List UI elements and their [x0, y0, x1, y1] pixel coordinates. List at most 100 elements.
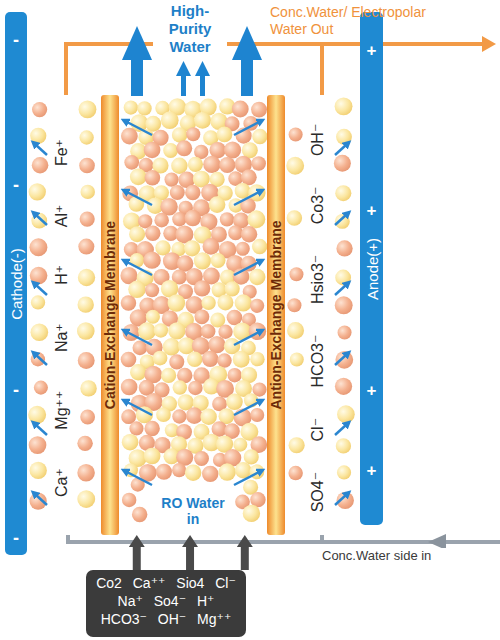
- node-text: Cation-Exchange Membrane: [103, 221, 117, 409]
- resin-bead: [31, 213, 47, 229]
- resin-bead: [186, 407, 203, 424]
- resin-bead: [124, 155, 139, 170]
- resin-bead: [287, 210, 303, 226]
- resin-bead: [335, 214, 350, 229]
- resin-bead: [121, 295, 137, 311]
- resin-bead: [163, 143, 178, 158]
- resin-bead: [30, 267, 48, 285]
- polarity-sign: -: [13, 381, 19, 399]
- resin-bead: [77, 490, 95, 508]
- resin-bead: [336, 240, 352, 256]
- resin-bead: [29, 436, 47, 454]
- resin-bead: [34, 381, 48, 395]
- resin-bead: [334, 155, 351, 172]
- cation-list: Ca⁺ Mg⁺⁺ Na⁺ H⁺ Al⁺ Fe⁺: [54, 139, 70, 497]
- resin-bead: [144, 448, 161, 465]
- anode-bar: Anode(+): [360, 12, 383, 525]
- flow-arrow: [186, 547, 194, 570]
- resin-bead: [289, 127, 303, 141]
- resin-bead: [154, 213, 169, 228]
- flow-arrow: [133, 547, 141, 570]
- arrow-head: [482, 36, 496, 52]
- resin-bead: [247, 210, 265, 228]
- polarity-sign: +: [367, 202, 377, 219]
- node-text: Cathode(-): [9, 248, 24, 320]
- resin-bead: [145, 116, 161, 132]
- resin-bead: [172, 212, 186, 226]
- resin-bead: [121, 128, 138, 145]
- inlet-label: Conc.Water side in: [322, 548, 494, 564]
- resin-bead: [201, 296, 215, 310]
- resin-bead: [146, 310, 160, 324]
- resin-bead: [243, 505, 260, 522]
- ion-arrow: [234, 122, 259, 135]
- resin-bead: [337, 405, 355, 423]
- ion-arrow: [234, 332, 259, 345]
- resin-bead: [156, 464, 172, 480]
- resin-bead: [200, 408, 216, 424]
- ion-arrows: [36, 122, 346, 505]
- resin-bead: [233, 351, 250, 368]
- resin-bead: [289, 267, 303, 281]
- resin-bead: [336, 438, 351, 453]
- resin-bead: [168, 322, 185, 339]
- resin-bead: [219, 157, 235, 173]
- resin-bead: [288, 466, 302, 480]
- resin-bead: [78, 239, 94, 255]
- resin-bead: [336, 129, 352, 145]
- ion-arrow: [127, 192, 152, 205]
- resin-bead: [161, 368, 176, 383]
- resin-bead: [31, 352, 45, 366]
- resin-bead: [80, 410, 95, 425]
- resin-bead: [220, 212, 234, 226]
- resin-bead: [78, 296, 94, 312]
- resin-bead: [203, 156, 220, 173]
- resin-bead: [122, 434, 139, 451]
- resin-bead: [137, 101, 151, 115]
- resin-bead: [121, 379, 138, 396]
- resin-bead: [286, 157, 304, 175]
- resin-bead: [335, 351, 353, 369]
- resin-bead: [172, 463, 186, 477]
- resin-bead: [337, 465, 351, 479]
- resin-bead: [186, 127, 200, 141]
- resin-bead: [30, 462, 47, 479]
- resin-bead: [138, 322, 156, 340]
- resin-bead: [218, 325, 232, 339]
- outlet-label: High-Purity Water: [153, 2, 227, 56]
- resin-bead: [176, 140, 192, 156]
- ion-arrow: [36, 425, 47, 435]
- resin-bead: [194, 309, 209, 324]
- resin-bead: [154, 323, 168, 337]
- resin-bead: [225, 281, 240, 296]
- resin-bead: [201, 324, 216, 339]
- resin-bead: [77, 322, 95, 340]
- ion-arrow: [234, 472, 259, 485]
- resin-bead: [144, 421, 159, 436]
- resin-bead: [236, 242, 250, 256]
- resin-bead: [144, 142, 161, 159]
- resin-bead: [29, 492, 46, 509]
- resin-bead: [251, 102, 267, 118]
- ion-arrow: [36, 215, 47, 225]
- resin-bead: [121, 409, 136, 424]
- resin-bead: [145, 283, 159, 297]
- resin-bead: [161, 111, 179, 129]
- resin-bead: [250, 408, 264, 422]
- resin-bead: [77, 436, 92, 451]
- ion-arrow: [335, 145, 346, 155]
- resin-bead: [209, 196, 226, 213]
- resin-bead: [232, 101, 249, 118]
- resin-bead: [78, 269, 95, 286]
- resin-bead: [241, 169, 257, 185]
- resin-bead: [129, 226, 145, 242]
- resin-bead: [29, 238, 47, 256]
- ion-arrow: [36, 355, 47, 365]
- resin-bead: [249, 323, 266, 340]
- resin-bead: [128, 281, 145, 298]
- resin-bead: [233, 438, 247, 452]
- resin-bead: [31, 295, 45, 309]
- resin-bead: [78, 352, 95, 369]
